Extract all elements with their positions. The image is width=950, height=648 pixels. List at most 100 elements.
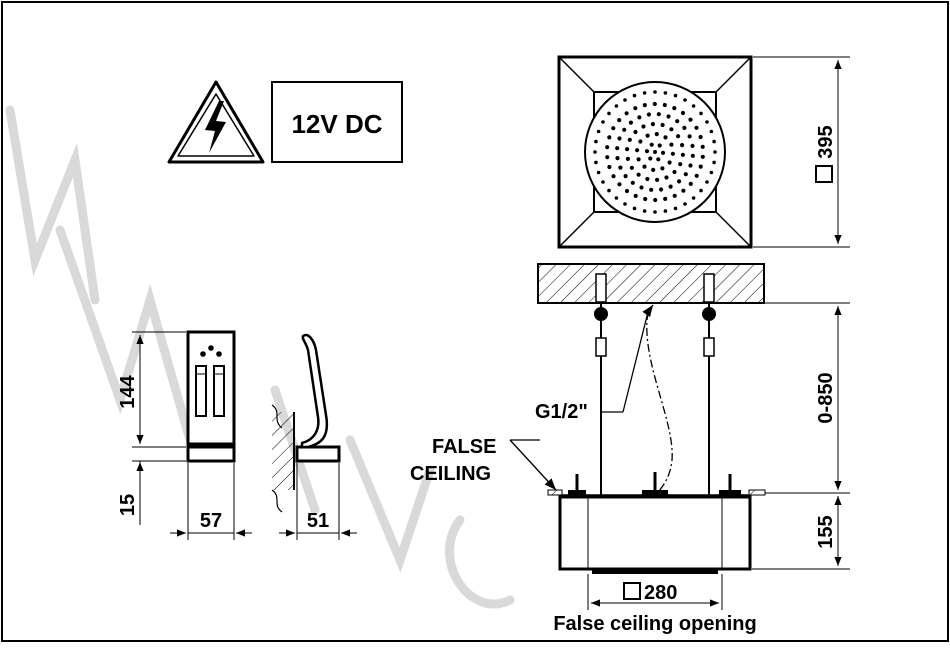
dimension-control-height-value: 144	[117, 374, 139, 408]
nozzle-dot	[623, 174, 628, 179]
nozzle-dot	[607, 188, 611, 193]
nozzle-dot	[630, 180, 635, 185]
nozzle-dot	[601, 120, 605, 124]
nozzle-dot	[605, 155, 610, 160]
nozzle-dot	[680, 110, 686, 116]
opening-caption: False ceiling opening	[553, 613, 756, 635]
nozzle-dot	[594, 160, 598, 165]
nozzle-dot	[672, 169, 677, 175]
false-ceiling-label-line1: FALSE	[432, 436, 496, 458]
nozzle-dot	[629, 165, 635, 170]
nozzle-dot	[691, 104, 696, 108]
nozzle-dot	[617, 136, 622, 141]
nozzle-dot	[682, 125, 687, 130]
nozzle-dot	[596, 129, 601, 134]
nozzle-dot	[687, 134, 692, 139]
nozzle-dot	[669, 142, 674, 147]
nozzle-dot	[694, 125, 699, 130]
nozzle-dot	[625, 147, 630, 152]
nozzle-dot	[614, 196, 619, 200]
dimension-suspension-length-value: 0-850	[815, 372, 837, 423]
false-ceiling-label-line2: CEILING	[410, 463, 491, 485]
dimension-control-base-value: 15	[117, 494, 139, 516]
control-unit-side-view	[271, 333, 341, 513]
nozzle-dot	[623, 202, 627, 206]
control-unit-front-view	[186, 330, 236, 463]
nozzle-dot	[680, 152, 686, 157]
nozzle-dot	[698, 134, 703, 140]
nozzle-dot	[712, 160, 716, 165]
nozzle-dot	[699, 188, 703, 193]
square-symbol-icon	[815, 165, 833, 183]
dimension-control-height: 144 15	[117, 331, 186, 525]
nozzle-dot	[683, 98, 687, 102]
nozzle-dot	[660, 166, 665, 171]
nozzle-dot	[663, 209, 668, 213]
nozzle-dot	[668, 184, 673, 189]
nozzle-dot	[594, 139, 598, 144]
nozzle-dot	[639, 185, 644, 190]
nozzle-dot	[670, 151, 676, 156]
nozzle-dot	[649, 187, 654, 192]
nozzle-dot	[660, 122, 665, 128]
nozzle-dot	[699, 111, 703, 116]
nozzle-dot	[666, 114, 671, 119]
nozzle-dot	[650, 122, 656, 127]
nozzle-dot	[651, 167, 656, 172]
nozzle-dot	[638, 139, 643, 144]
nozzle-dot	[593, 150, 597, 154]
nozzle-dot	[709, 170, 714, 175]
nozzle-dot	[607, 164, 612, 170]
dimension-body-height: 155	[752, 496, 850, 570]
nozzle-dot	[691, 196, 696, 200]
nozzle-dot	[709, 129, 714, 134]
nozzle-dot	[637, 115, 642, 120]
nozzle-dot	[655, 177, 660, 182]
nozzle-dot	[617, 118, 622, 123]
voltage-box	[271, 81, 403, 163]
nozzle-dot	[700, 154, 705, 159]
nozzle-dot	[678, 162, 683, 167]
shower-head-top-view	[557, 55, 753, 249]
nozzle-dot	[676, 134, 681, 139]
nozzle-dot	[690, 153, 695, 158]
nozzle-dot	[632, 93, 637, 98]
dimension-head-side-value: 395	[815, 125, 837, 158]
nozzle-dot	[625, 156, 631, 161]
dimension-suspension-length: 0-850	[764, 302, 850, 494]
nozzle-dot	[607, 111, 611, 116]
nozzle-dot	[677, 179, 682, 184]
nozzle-dot	[660, 150, 666, 155]
nozzle-dot	[615, 146, 620, 151]
voltage-label: 12V DC	[291, 109, 382, 139]
nozzle-dot	[672, 193, 677, 198]
nozzle-dot	[694, 173, 699, 178]
nozzle-dot	[667, 160, 672, 165]
dimension-opening: 280	[587, 574, 723, 610]
nozzle-dot	[644, 149, 650, 154]
nozzle-dot	[705, 120, 709, 124]
nozzle-dot	[611, 174, 616, 179]
dimension-control-depth-value: 51	[307, 510, 329, 532]
nozzle-dot	[698, 164, 703, 169]
nozzle-dot	[614, 104, 619, 108]
nozzle-dot	[642, 91, 647, 95]
nozzle-dot	[622, 127, 627, 132]
nozzle-dot	[673, 206, 678, 211]
nozzle-dot	[617, 182, 622, 187]
nozzle-dot	[642, 103, 647, 108]
nozzle-dot	[688, 181, 693, 186]
nozzle-dot	[627, 137, 632, 142]
nozzle-dot	[596, 170, 601, 175]
nozzle-dot	[633, 129, 638, 135]
nozzle-dot	[681, 188, 686, 193]
nozzle-dot	[611, 126, 616, 131]
nozzle-dot	[642, 164, 647, 169]
dimension-head-side: 395	[753, 56, 850, 248]
nozzle-dot	[646, 112, 652, 117]
nozzle-dot	[645, 133, 650, 138]
nozzle-dot	[672, 106, 677, 111]
